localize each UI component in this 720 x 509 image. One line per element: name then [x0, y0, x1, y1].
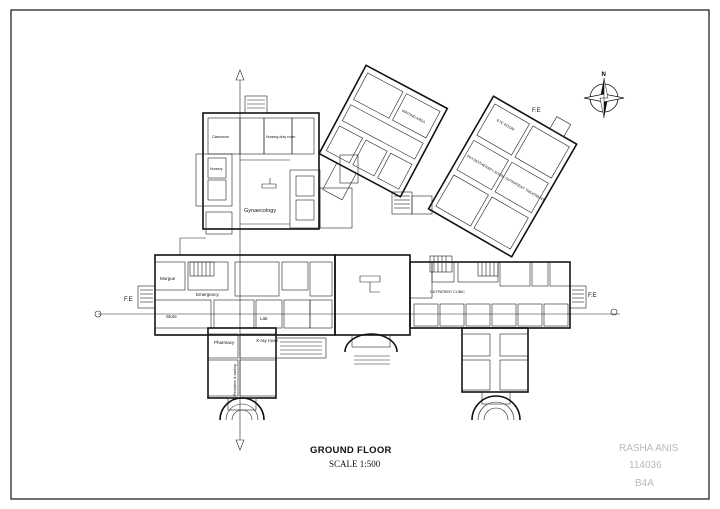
stair-hatches	[189, 255, 499, 277]
wing-southeast	[461, 327, 529, 421]
room-label-store: Store	[166, 314, 177, 319]
wing-northeast: EYE ROOM PHYSIOTHERAPY ROOM OUTPATIENT T…	[427, 95, 578, 258]
wing-west: Morgue Emergency Store Lab	[137, 254, 336, 336]
drawing-scale: SCALE 1:500	[329, 459, 381, 469]
room-label-outpatient-clinic: OUTPATIENT CLINIC	[430, 290, 465, 294]
room-label-xray: X-ray room	[256, 338, 279, 343]
room-label-morgue: Morgue	[160, 276, 176, 281]
central-hall	[334, 254, 411, 365]
author-id: 114036	[629, 460, 662, 471]
room-label-reception: Reception & waiting	[233, 364, 237, 396]
sheet-border	[10, 9, 710, 500]
stair-connectors	[339, 154, 433, 215]
fire-exit-north-label: F.E	[532, 108, 541, 114]
room-label-emergency: Emergency	[196, 292, 220, 297]
drawing-title: GROUND FLOOR	[310, 445, 392, 456]
wing-southwest: Pharmacy X-ray room Reception & waiting	[207, 327, 327, 421]
room-label-physiotherapy: PHYSIOTHERAPY ROOM	[466, 154, 505, 179]
room-label-nursery: Nursery	[210, 167, 223, 171]
room-label-nursing-duty: Nursing duty room	[266, 135, 295, 139]
room-label-pharmacy: Pharmacy	[214, 340, 235, 345]
wing-north-center: WAITING AREA	[318, 64, 449, 201]
room-label-lab: Lab	[260, 316, 268, 321]
north-arrow-label: N	[602, 72, 606, 78]
room-label-gynaecology: Gynaecology	[244, 208, 276, 214]
grid-axes	[94, 69, 620, 451]
author-name: RASHA ANIS	[619, 443, 679, 454]
north-arrow: N	[583, 72, 625, 119]
room-label-outpatient-treatment: OUTPATIENT TREATMENT	[504, 176, 545, 202]
fire-exit-east-label: F.E	[588, 293, 597, 299]
room-label-eye-room: EYE ROOM	[496, 118, 515, 131]
wing-northwest: Classroom Nursing duty room Nursery Gyna…	[179, 95, 353, 255]
room-label-waiting-area: WAITING AREA	[401, 109, 426, 125]
author-group: B4A	[635, 478, 654, 489]
room-label-classroom: Classroom	[212, 135, 229, 139]
fire-exit-west-label: F.E	[124, 297, 133, 303]
